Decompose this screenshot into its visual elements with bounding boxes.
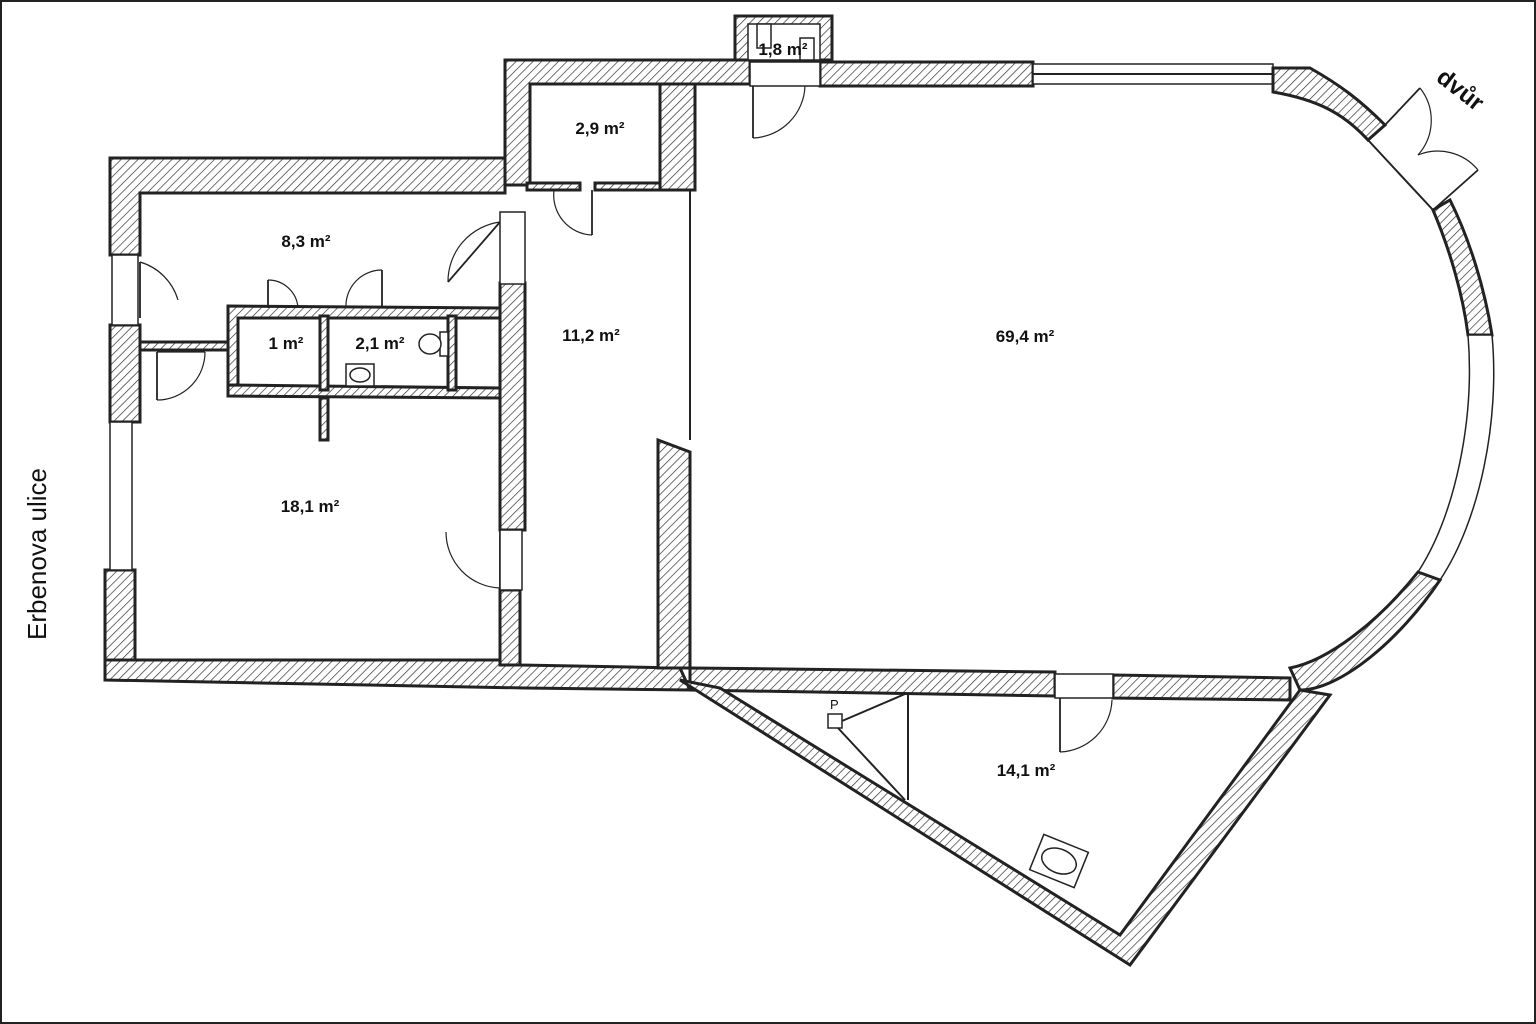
room-area-main-hall: 69,4 m² <box>996 327 1055 346</box>
p-marker <box>827 693 909 801</box>
room-area-wc-small: 1,8 m² <box>758 40 807 59</box>
walls-interior <box>138 304 502 442</box>
room-area-triangle-room: 14,1 m² <box>997 761 1056 780</box>
room-area-closet: 1 m² <box>269 334 304 353</box>
small-wc-fixtures-icon <box>756 23 815 61</box>
room-area-room-b: 18,1 m² <box>281 497 340 516</box>
sink-icon <box>345 363 375 387</box>
room-area-room-a: 8,3 m² <box>281 232 330 251</box>
washbasin-icon <box>1028 833 1090 889</box>
p-label: P <box>830 697 839 712</box>
room-area-storage: 2,9 m² <box>575 119 624 138</box>
street-label: Erbenova ulice <box>22 468 52 640</box>
yard-label: dvůr <box>1431 63 1489 116</box>
room-labels: 1,8 m² 2,9 m² 8,3 m² 1 m² 2,1 m² 11,2 m²… <box>269 40 1056 780</box>
walls-main-hall <box>688 63 1495 702</box>
walls-triangle-room <box>679 678 1333 968</box>
doors <box>139 61 1479 753</box>
walls-left-block <box>103 156 693 692</box>
room-area-toilet: 2,1 m² <box>355 334 404 353</box>
room-area-corridor: 11,2 m² <box>562 326 620 345</box>
fixtures <box>345 23 1090 889</box>
toilet-icon <box>418 331 449 357</box>
